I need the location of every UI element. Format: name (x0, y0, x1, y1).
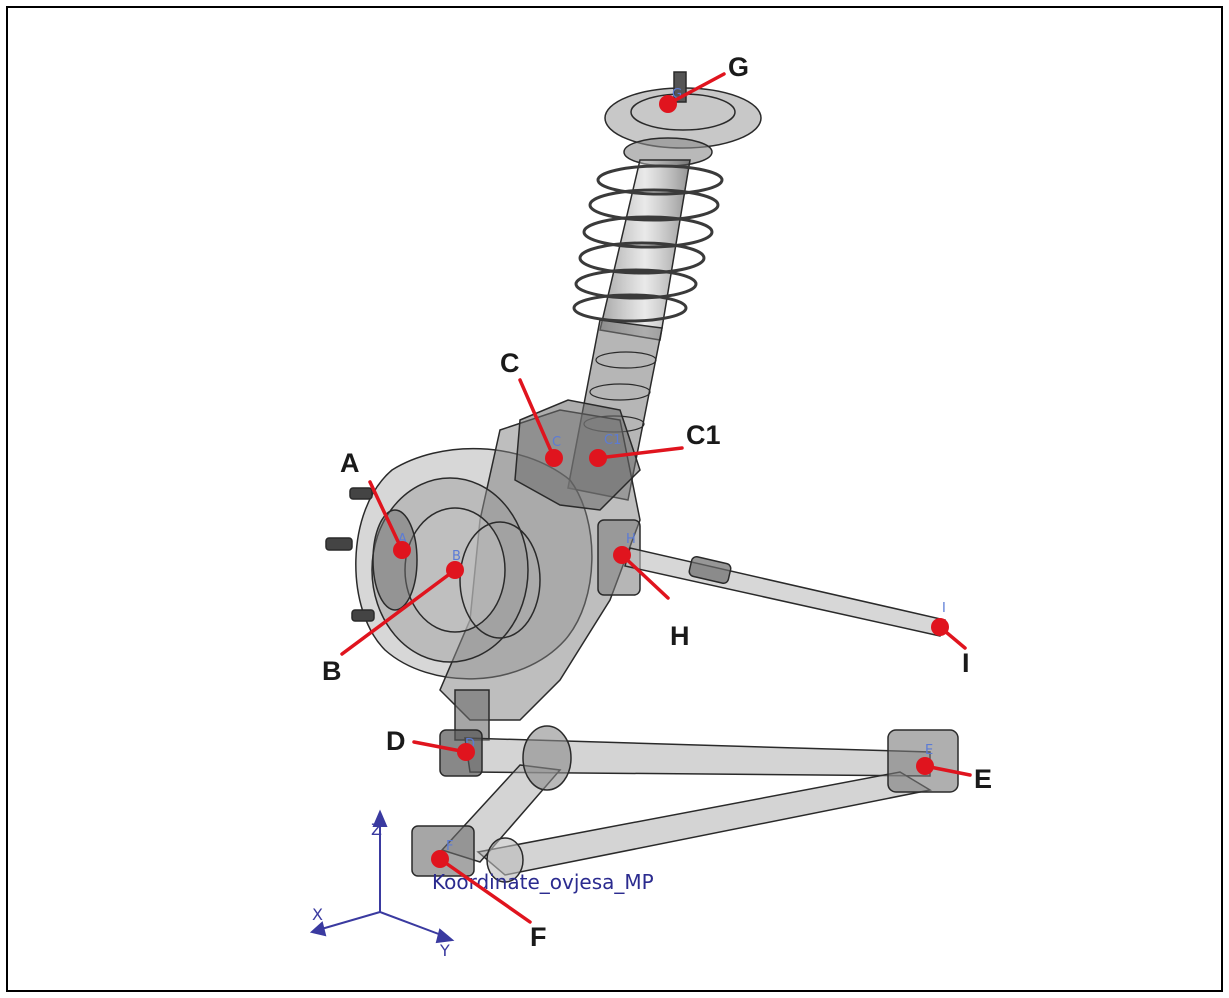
label-b: B (322, 656, 342, 686)
coordinate-triad (309, 809, 455, 944)
svg-text:E: E (925, 743, 933, 758)
label-f: F (530, 922, 547, 952)
coil-spring (572, 164, 724, 323)
callout-labels: G C C1 A B H I D E F (322, 52, 992, 952)
label-g: G (728, 52, 749, 82)
coordinate-system-label: Koordinate_ovjesa_MP (432, 870, 654, 894)
svg-text:C: C (552, 435, 561, 450)
svg-text:H: H (626, 532, 636, 547)
z-axis-label: Z (371, 820, 382, 839)
label-e: E (974, 764, 992, 794)
strut-clamp (514, 399, 641, 511)
leader-c (518, 378, 556, 460)
arm-end-cap (486, 837, 524, 883)
svg-text:F: F (446, 839, 453, 854)
marker-c (545, 449, 563, 467)
marker-i (931, 618, 949, 636)
leader-g (666, 72, 726, 106)
markers (393, 95, 949, 868)
svg-text:G: G (672, 87, 682, 102)
damper-upper-body (599, 159, 691, 341)
leader-a (368, 480, 404, 552)
hub-bearing (459, 521, 541, 639)
label-c: C (500, 348, 520, 378)
y-axis-line (379, 911, 445, 937)
y-axis-label: Y (439, 941, 450, 960)
z-arrow-icon (372, 809, 388, 827)
label-d: D (386, 726, 406, 756)
arm-joint-center (522, 725, 572, 791)
x-axis-label: X (312, 905, 323, 924)
svg-text:I: I (942, 601, 946, 616)
leader-c1 (596, 446, 684, 460)
lower-control-arm (411, 725, 959, 883)
marker-e (916, 757, 934, 775)
tie-rod (624, 547, 946, 637)
svg-text:C1: C1 (604, 433, 621, 448)
marker-h (613, 546, 631, 564)
label-h: H (670, 621, 690, 651)
x-axis-line (317, 911, 381, 931)
wheel-studs (325, 487, 375, 622)
leader-f (438, 857, 532, 924)
marker-b (446, 561, 464, 579)
marker-f (431, 850, 449, 868)
marker-g (659, 95, 677, 113)
leader-h (620, 553, 670, 600)
svg-text:A: A (398, 532, 407, 547)
label-i: I (962, 648, 970, 678)
hub-flange (372, 509, 418, 611)
label-c1: C1 (686, 420, 721, 450)
marker-c1 (589, 449, 607, 467)
leader-b (340, 568, 457, 656)
y-arrow-icon (435, 928, 455, 944)
label-a: A (340, 448, 360, 478)
marker-a (393, 541, 411, 559)
x-arrow-icon (309, 921, 327, 937)
marker-d (457, 743, 475, 761)
svg-text:B: B (452, 549, 461, 564)
